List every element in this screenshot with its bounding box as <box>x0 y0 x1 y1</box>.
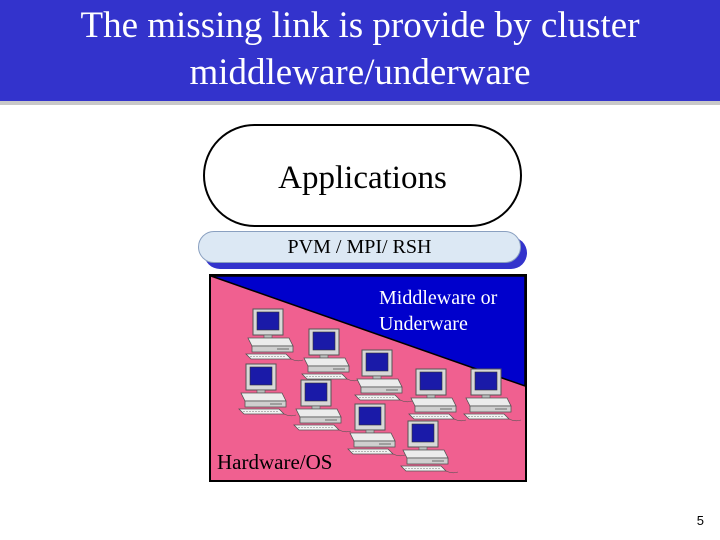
messaging-label: PVM / MPI/ RSH <box>287 236 432 258</box>
messaging-bar <box>198 231 521 263</box>
applications-oval <box>203 124 522 227</box>
title-bar: The missing link is provide by cluster m… <box>0 0 720 105</box>
page-number: 5 <box>696 513 704 528</box>
middleware-label: Middleware or Underware <box>379 287 498 335</box>
slide-title: The missing link is provide by cluster m… <box>80 5 640 93</box>
cluster-diagram <box>209 274 527 482</box>
applications-label: Applications <box>278 160 447 196</box>
middleware-layer <box>210 275 526 388</box>
hardware-label: Hardware/OS <box>217 450 333 474</box>
